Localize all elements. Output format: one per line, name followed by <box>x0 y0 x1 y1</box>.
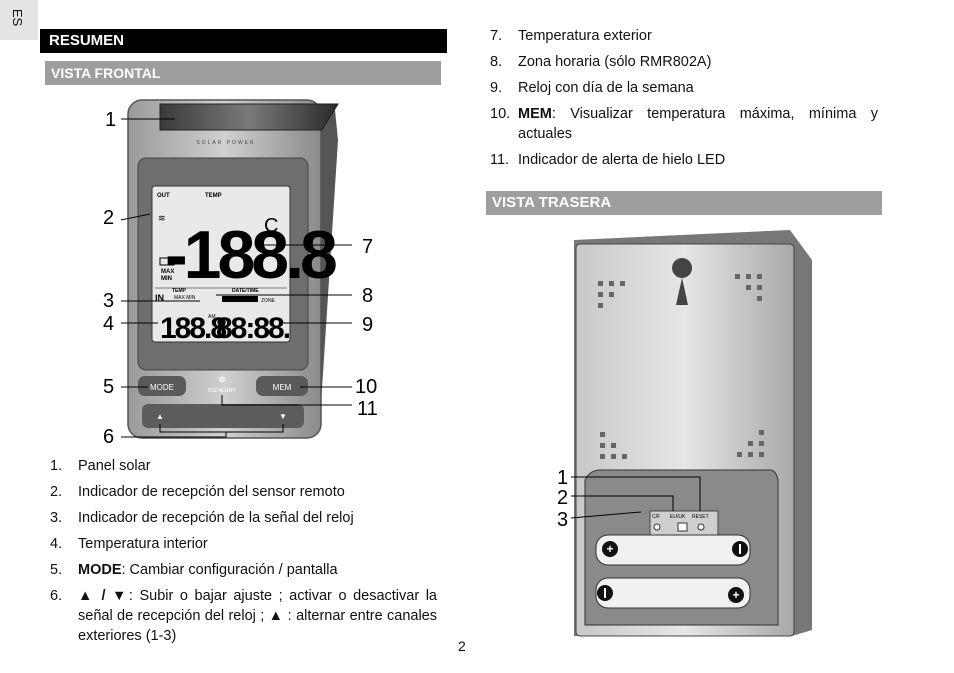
list-item: 9.Reloj con día de la semana <box>490 80 694 96</box>
clock-digits: 88:88. <box>216 312 290 345</box>
wall-mount-hole <box>672 258 693 305</box>
list-item: 3.Indicador de recepción de la señal del… <box>50 510 354 526</box>
rear-callout-1: 1 <box>557 467 568 489</box>
section-title: RESUMEN <box>40 29 447 53</box>
mode-button-label: MODE <box>150 383 174 392</box>
vent-holes <box>598 274 764 459</box>
mem-button-label: MEM <box>273 383 292 392</box>
ice-alert-label: ICE ALERT <box>208 388 237 394</box>
front-view-title: VISTA FRONTAL <box>45 61 441 85</box>
cf-switch[interactable] <box>653 523 661 531</box>
callout-8: 8 <box>362 285 373 307</box>
mem-button[interactable] <box>256 376 308 396</box>
battery-2 <box>595 577 751 609</box>
up-button[interactable]: ▲ <box>156 412 164 421</box>
solar-panel <box>159 103 339 131</box>
front-device-illustration: SOLAR POWER OUT TEMP ≋ -188.8 C MAX MIN … <box>103 99 378 448</box>
down-button[interactable]: ▼ <box>279 412 287 421</box>
battery-1 <box>595 534 751 566</box>
language-tab: ES <box>0 0 38 40</box>
sensor-reception-icon: ≋ <box>158 213 166 223</box>
front-view-legend-continued: 7.Temperatura exterior 8.Zona horaria (s… <box>490 26 878 176</box>
eu-uk-label: EU/UK <box>670 514 686 520</box>
mode-button[interactable] <box>138 376 186 396</box>
callout-1: 1 <box>105 109 116 131</box>
lcd-out-label: OUT <box>157 193 170 199</box>
cf-label: C/F <box>652 514 660 520</box>
front-callout-numbers: 1 2 3 4 5 6 7 8 9 10 11 <box>103 109 378 448</box>
plus-icon <box>602 541 618 557</box>
list-item: 5.MODE: Cambiar configuración / pantalla <box>50 562 338 578</box>
callout-lines <box>120 118 352 438</box>
rear-callout-2: 2 <box>557 487 568 509</box>
callout-7: 7 <box>362 236 373 258</box>
solar-power-label: SOLAR POWER <box>196 140 255 146</box>
list-item: 1.Panel solar <box>50 458 151 474</box>
list-item: 7.Temperatura exterior <box>490 28 652 44</box>
lcd-date-time-label: DATE/TIME <box>232 288 259 294</box>
callout-6: 6 <box>103 426 114 448</box>
front-view-legend: 1.Panel solar 2.Indicador de recepción d… <box>50 456 437 652</box>
lcd-temp-label: TEMP <box>205 193 222 199</box>
lcd-min-label: MIN <box>161 276 172 282</box>
indoor-temp-digits: 188.8 <box>160 312 226 345</box>
reset-button[interactable] <box>697 523 705 531</box>
reset-label: RESET <box>692 514 709 520</box>
temp-unit: C <box>264 215 278 237</box>
eu-uk-switch[interactable] <box>677 522 688 532</box>
list-item: 10.MEM: Visualizar temperatura máxima, m… <box>490 106 878 142</box>
rear-view-title: VISTA TRASERA <box>486 191 882 215</box>
outdoor-temp-digits: -188.8 <box>165 217 336 293</box>
callout-2: 2 <box>103 207 114 229</box>
lcd-am-label: AM <box>208 314 216 320</box>
lcd-indoor-temp-label: TEMP <box>172 288 187 294</box>
list-item: 11.Indicador de alerta de hielo LED <box>490 152 726 168</box>
rear-callout-numbers: 1 2 3 <box>557 467 568 531</box>
list-item: 2.Indicador de recepción del sensor remo… <box>50 484 345 500</box>
svg-text:+: + <box>732 588 739 602</box>
rear-callout-3: 3 <box>557 509 568 531</box>
callout-5: 5 <box>103 376 114 398</box>
callout-11: 11 <box>357 398 378 420</box>
callout-3: 3 <box>103 290 114 312</box>
language-code: ES <box>10 8 26 27</box>
callout-9: 9 <box>362 314 373 336</box>
rear-callout-lines <box>570 476 701 519</box>
snowflake-icon: ❄ <box>218 375 226 386</box>
up-down-button-strip <box>142 404 304 428</box>
lcd-max-label: MAX <box>161 269 174 275</box>
callout-4: 4 <box>103 313 114 335</box>
list-item: 4.Temperatura interior <box>50 536 208 552</box>
lcd-screen <box>151 185 291 343</box>
rear-device-illustration: C/F EU/UK RESET + + 1 2 3 <box>557 230 812 637</box>
lcd-in-label: IN <box>155 293 164 303</box>
callout-10: 10 <box>355 376 377 398</box>
day-of-week-segments <box>222 296 258 302</box>
plus-icon <box>728 587 744 603</box>
svg-text:+: + <box>606 542 613 556</box>
page-number: 2 <box>458 638 466 654</box>
list-item: 8.Zona horaria (sólo RMR802A) <box>490 54 712 70</box>
lcd-max-min-small: MAX MIN <box>174 295 196 301</box>
lcd-zone-label: ZONE <box>261 298 276 304</box>
list-item: 6.▲ / ▼: Subir o bajar ajuste ; activar … <box>50 588 437 644</box>
battery-icon <box>159 257 175 266</box>
